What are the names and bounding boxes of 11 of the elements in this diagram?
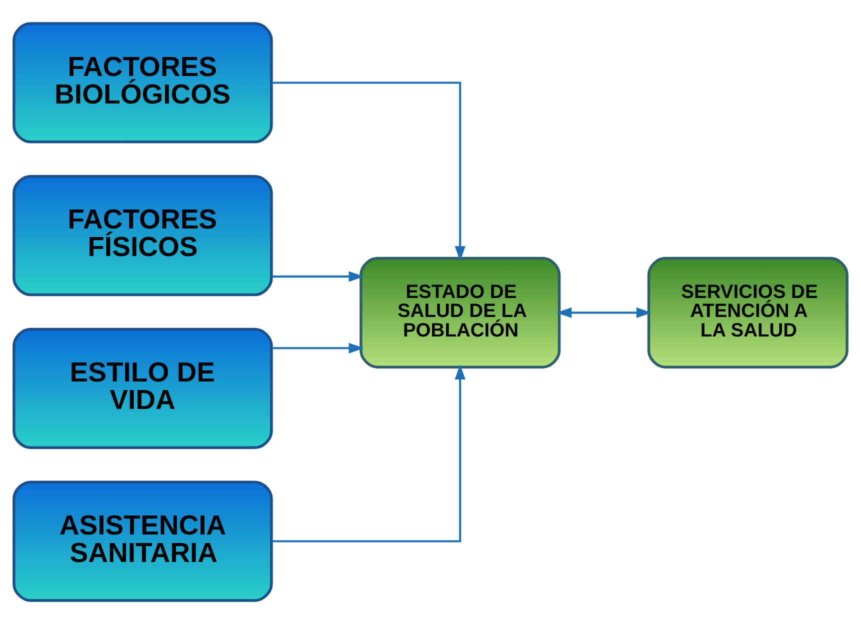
arrow xyxy=(272,81,466,261)
node-box: ESTADO DE SALUD DE LA POBLACIÓN xyxy=(360,256,561,368)
node-box: FACTORES FÍSICOS xyxy=(12,174,273,296)
node-box: ASISTENCIA SANITARIA xyxy=(12,480,273,602)
node-box: FACTORES BIOLÓGICOS xyxy=(12,22,273,143)
node-box: ESTILO DE VIDA xyxy=(12,327,273,449)
node-box: SERVICIOS DE ATENCIÓN A LA SALUD xyxy=(647,256,848,368)
arrow xyxy=(272,270,364,282)
arrow xyxy=(272,364,466,542)
arrow xyxy=(272,342,364,353)
arrow xyxy=(556,306,652,318)
